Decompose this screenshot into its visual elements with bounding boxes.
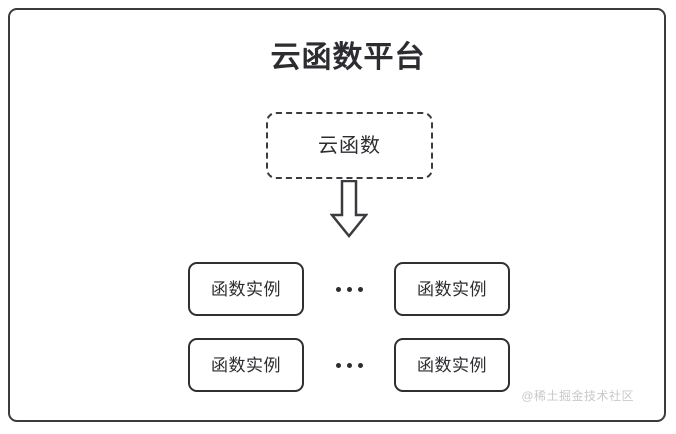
dot-2 xyxy=(346,362,352,368)
dot-1 xyxy=(335,286,341,292)
dot-2 xyxy=(346,286,352,292)
dot-1 xyxy=(335,362,341,368)
function-instance-label: 函数实例 xyxy=(417,355,487,375)
cloud-function-node: 云函数 xyxy=(266,112,433,179)
dot-3 xyxy=(357,362,363,368)
function-instance-box: 函数实例 xyxy=(394,338,510,392)
down-block-arrow-icon xyxy=(329,179,369,238)
dot-3 xyxy=(357,286,363,292)
ellipsis-dots-icon xyxy=(330,262,368,316)
function-instance-box: 函数实例 xyxy=(188,262,304,316)
cloud-function-label: 云函数 xyxy=(318,134,381,157)
function-instance-label: 函数实例 xyxy=(211,355,281,375)
function-instance-label: 函数实例 xyxy=(417,279,487,299)
page-title: 云函数平台 xyxy=(270,41,426,74)
instance-row-1: 函数实例 函数实例 xyxy=(10,262,676,316)
platform-container: 云函数平台 云函数 函数实例 函数实例 函数实例 xyxy=(8,8,666,422)
watermark: @稀土掘金技术社区 xyxy=(521,389,634,403)
instance-row-2: 函数实例 函数实例 xyxy=(10,338,676,392)
function-instance-box: 函数实例 xyxy=(394,262,510,316)
ellipsis-dots-icon xyxy=(330,338,368,392)
function-instance-box: 函数实例 xyxy=(188,338,304,392)
function-instance-label: 函数实例 xyxy=(211,279,281,299)
